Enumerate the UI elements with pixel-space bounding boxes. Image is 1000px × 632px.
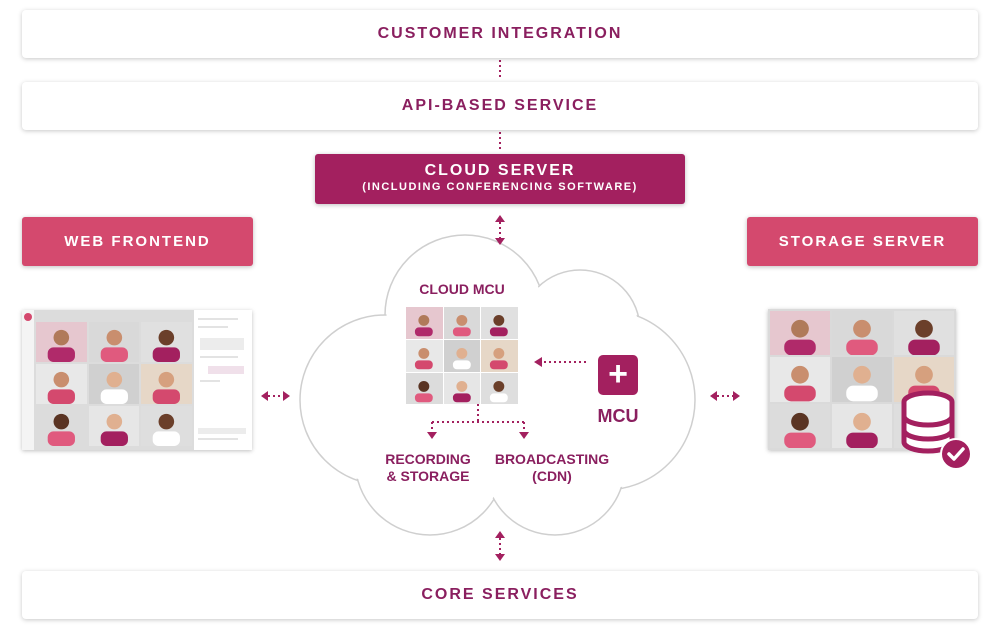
cloud-server-title: CLOUD SERVER (424, 162, 576, 179)
mcu-label: MCU (597, 406, 639, 426)
core-services-label: CORE SERVICES (421, 586, 579, 603)
storage-server-box: STORAGE SERVER (747, 217, 978, 266)
participant-tile (406, 372, 443, 405)
participant-tile (832, 311, 892, 356)
database-icon (901, 390, 955, 454)
participant-tile (481, 339, 518, 372)
arrow-cloud-storage (710, 391, 740, 401)
arrow-grid-split (427, 404, 529, 439)
participant-tile (36, 364, 87, 404)
participant-tile (894, 311, 954, 356)
customer-integration-layer: CUSTOMER INTEGRATION (22, 10, 978, 58)
participant-tile (141, 322, 192, 362)
broadcasting-line1: BROADCASTING (494, 451, 610, 467)
arrow-cloud-core (495, 531, 505, 561)
cloud-server-subtitle: (INCLUDING CONFERENCING SOFTWARE) (362, 181, 638, 193)
video-grid-web (36, 322, 192, 446)
web-frontend-screenshot (22, 310, 252, 450)
check-icon (940, 438, 972, 470)
participant-tile (770, 403, 830, 448)
participant-tile (88, 406, 140, 446)
arrow-cloudserver-cloud (495, 215, 505, 245)
recording-storage-label: RECORDING & STORAGE (376, 451, 480, 485)
recording-line2: & STORAGE (386, 468, 470, 484)
api-service-label: API-BASED SERVICE (401, 97, 599, 114)
web-frontend-label: WEB FRONTEND (64, 233, 211, 250)
cloud-server-box: CLOUD SERVER (INCLUDING CONFERENCING SOF… (315, 154, 685, 204)
participant-tile (88, 364, 140, 404)
participant-tile (481, 307, 518, 339)
app-logo-icon (24, 313, 32, 321)
participant-tile (443, 339, 481, 372)
storage-server-label: STORAGE SERVER (778, 233, 947, 250)
chat-panel (194, 310, 252, 450)
web-frontend-box: WEB FRONTEND (22, 217, 253, 266)
mcu-video-grid (406, 307, 518, 405)
participant-tile (832, 403, 892, 448)
customer-integration-label: CUSTOMER INTEGRATION (377, 25, 623, 42)
participant-tile (406, 339, 443, 372)
broadcasting-line2: (CDN) (532, 468, 572, 484)
cloud-mcu-label: CLOUD MCU (419, 281, 505, 297)
participant-tile (770, 311, 830, 356)
participant-tile (443, 307, 481, 339)
participant-tile (443, 372, 481, 405)
participant-tile (36, 322, 87, 362)
participant-tile (36, 406, 87, 446)
participant-tile (141, 364, 192, 404)
arrow-mcu-grid (534, 357, 586, 367)
recording-line1: RECORDING (385, 451, 471, 467)
participant-tile (141, 406, 192, 446)
arrow-web-cloud (261, 391, 290, 401)
plus-icon: + (598, 355, 638, 395)
participant-tile (481, 372, 518, 405)
participant-tile (770, 357, 830, 402)
participant-tile (88, 322, 140, 362)
api-service-layer: API-BASED SERVICE (22, 82, 978, 130)
broadcasting-label: BROADCASTING (CDN) (490, 451, 614, 485)
core-services-layer: CORE SERVICES (22, 571, 978, 619)
participant-tile (406, 307, 443, 339)
app-sidebar (22, 310, 34, 450)
participant-tile (832, 357, 892, 402)
